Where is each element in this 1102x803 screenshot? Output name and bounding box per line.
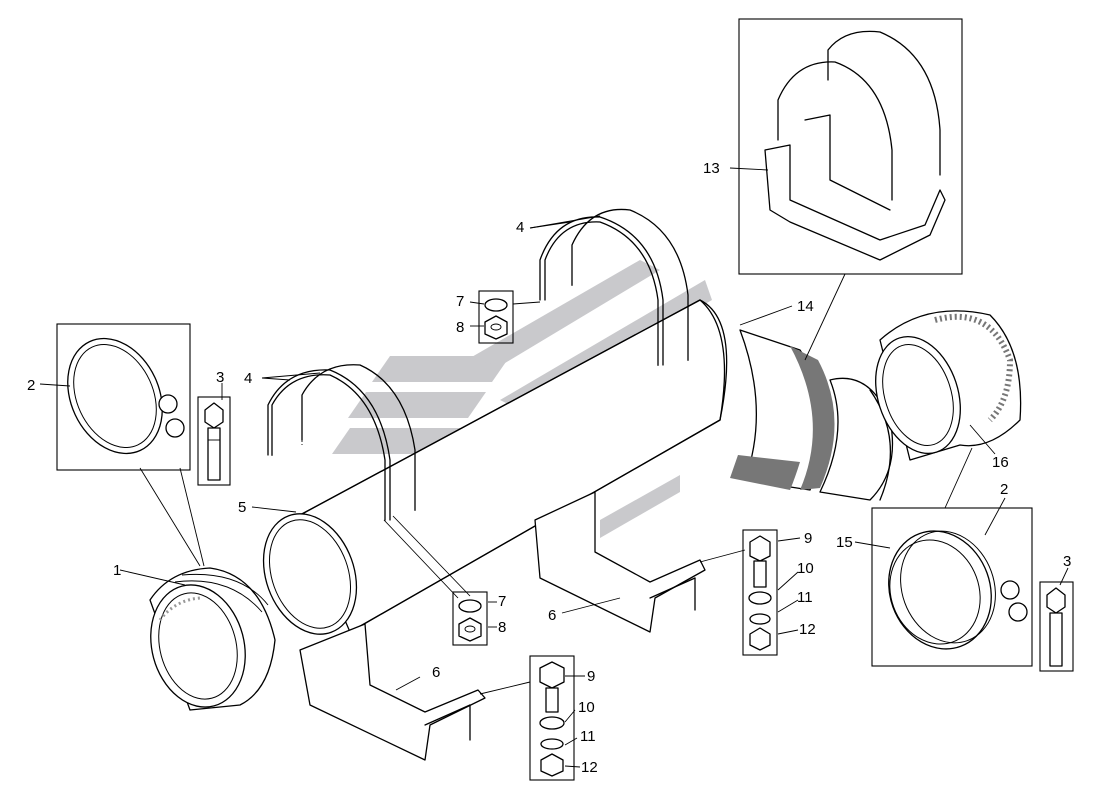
inset-band-clamp-right [871,507,1033,667]
callout-2-right: 2 [1000,481,1008,498]
callout-labels: 1 2 2 3 3 4 4 5 6 6 7 7 8 8 9 9 10 10 11… [27,160,1071,776]
callout-3-left: 3 [216,369,224,386]
callout-3-right: 3 [1063,553,1071,570]
callout-10-lower: 10 [578,699,595,716]
u-bolts-middle [539,208,689,368]
callout-13: 13 [703,160,720,177]
bolt-box-left [197,396,231,486]
hardware-stack-upper [742,529,778,656]
callout-16: 16 [992,454,1009,471]
callout-4-front: 4 [244,370,252,387]
washer-nut-box-lower [452,591,488,646]
callout-10-upper: 10 [797,560,814,577]
callout-15: 15 [836,534,853,551]
callout-1: 1 [113,562,121,579]
callout-11-upper: 11 [797,589,813,606]
inset-band-clamp-left [56,323,191,471]
callout-2-left: 2 [27,377,35,394]
callout-7-upper: 7 [456,293,464,310]
leader-lines [39,167,1069,768]
callout-14: 14 [797,298,814,315]
bracket-center [534,491,706,633]
washer-nut-box-upper [478,290,514,344]
u-bolts-front [267,364,416,522]
callout-12-lower: 12 [581,759,598,776]
mesh-connector [730,329,894,501]
bolt-box-right [1039,581,1074,672]
callout-9-upper: 9 [804,530,812,547]
callout-5: 5 [238,499,246,516]
callout-11-lower: 11 [580,728,596,745]
callout-8-upper: 8 [456,319,464,336]
callout-7-lower: 7 [498,593,506,610]
callout-8-lower: 8 [498,619,506,636]
callout-4-middle: 4 [516,219,524,236]
callout-9-lower: 9 [587,668,595,685]
bracket-front [299,623,486,761]
callout-6-front: 6 [432,664,440,681]
bellows-coupling [149,567,276,711]
callout-12-upper: 12 [799,621,816,638]
textured-sleeve [875,310,1022,461]
hardware-stack-lower [529,655,575,781]
inset-clamp-bracket [738,18,963,275]
callout-6-center: 6 [548,607,556,624]
